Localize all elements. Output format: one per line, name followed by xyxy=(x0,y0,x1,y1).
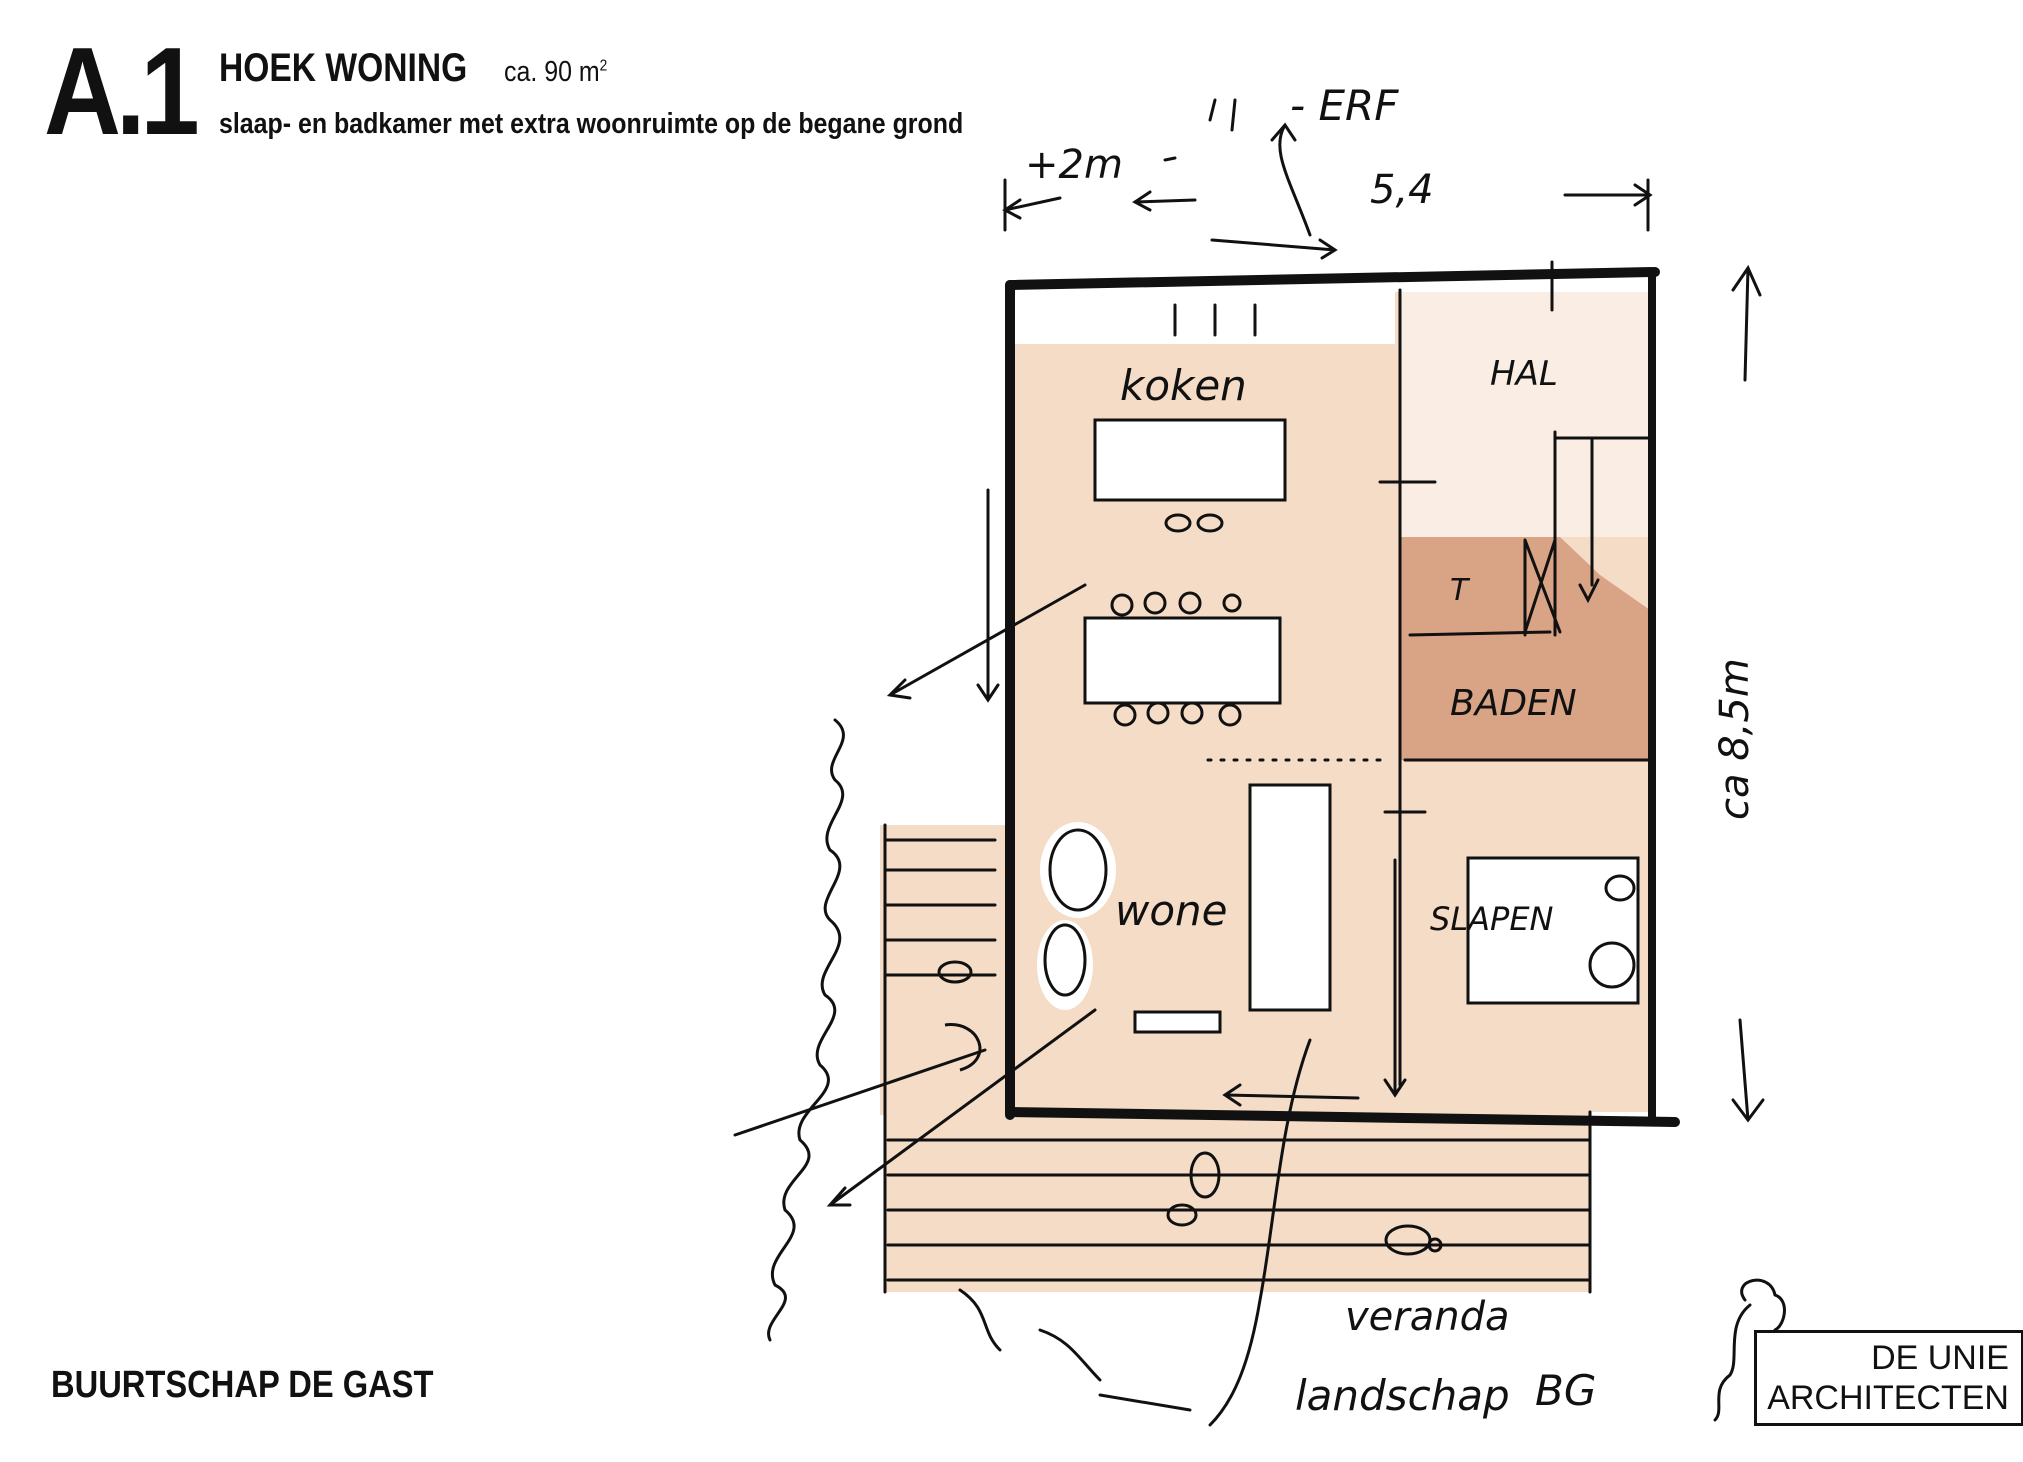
label-koken: koken xyxy=(1120,361,1247,410)
logo-line-2: ARCHITECTEN xyxy=(1767,1379,2009,1417)
bath-wash xyxy=(1400,537,1650,760)
architect-logo: DE UNIE ARCHITECTEN xyxy=(1754,1330,2023,1426)
landscape-scribbles xyxy=(767,98,1786,1427)
dining-table xyxy=(1083,616,1282,705)
label-landschap: landschap xyxy=(1295,1371,1510,1420)
side-terrace-area xyxy=(880,825,1005,1115)
label-plus2m: +2m xyxy=(1025,142,1123,188)
logo-line-1: DE UNIE xyxy=(1871,1339,2009,1377)
plan-area: ca. 90 m2 xyxy=(504,56,607,89)
label-baden: BADEN xyxy=(1450,683,1577,724)
plan-title: HOEK WONING xyxy=(219,46,468,90)
label-slapen: SLAPEN xyxy=(1430,900,1554,938)
plan-subtitle: slaap- en badkamer met extra woonruimte … xyxy=(219,108,964,140)
label-depth: ca 8,5m xyxy=(1712,658,1758,820)
chairs xyxy=(937,513,1636,1256)
label-wonen: wone xyxy=(1115,886,1228,935)
label-hal: HAL xyxy=(1490,354,1558,394)
area-value: ca. 90 m xyxy=(504,56,600,88)
hall-wash xyxy=(1400,292,1650,537)
project-name: BUURTSCHAP DE GAST xyxy=(51,1364,434,1406)
label-bg: BG xyxy=(1535,1366,1596,1415)
area-unit-sup: 2 xyxy=(599,57,608,75)
label-toilet: T xyxy=(1450,573,1471,608)
kitchen-island xyxy=(1093,418,1287,502)
stair-block xyxy=(1248,783,1332,1012)
veranda-area xyxy=(885,1112,1590,1292)
label-width: 5,4 xyxy=(1370,167,1434,213)
top-white-strip xyxy=(1015,292,1395,344)
sofa-bench xyxy=(1133,1010,1222,1034)
outer-walls xyxy=(1005,267,1680,1127)
plan-code: A.1 xyxy=(44,23,200,161)
label-erf: - ERF xyxy=(1290,81,1399,130)
armchair-1 xyxy=(1040,822,1116,918)
interior-lines xyxy=(733,122,1765,1294)
bed xyxy=(1466,856,1640,1005)
label-veranda: veranda xyxy=(1345,1294,1510,1340)
